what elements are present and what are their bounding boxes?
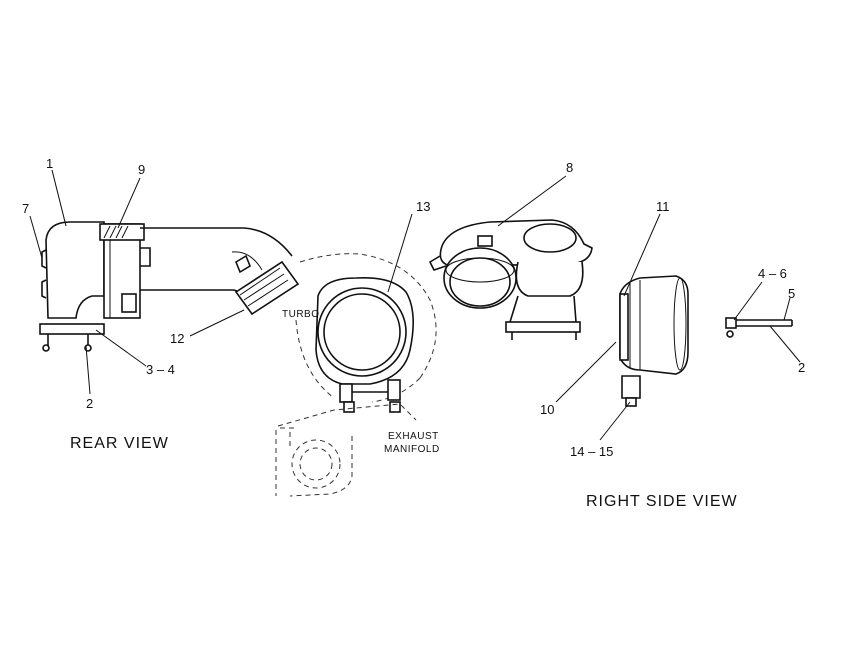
right-side-view-caption: RIGHT SIDE VIEW [586,493,738,510]
right-housing-assembly [428,219,593,340]
callout-1: 1 [46,156,53,171]
callout-2-right: 2 [798,360,805,375]
callout-13: 13 [416,199,430,214]
callout-10: 10 [540,402,554,417]
callout-8: 8 [566,160,573,175]
exhaust-label-line2: MANIFOLD [384,444,440,455]
callout-9: 9 [138,162,145,177]
exhaust-label-line1: EXHAUST [388,431,439,442]
callout-14-15: 14 – 15 [570,444,613,459]
side-flange-assembly [619,275,689,407]
exhaust-manifold-phantom [275,403,417,497]
leader-lines [29,169,801,441]
callout-12: 12 [170,331,184,346]
callout-7: 7 [22,201,29,216]
rear-view-caption: REAR VIEW [70,435,169,452]
callout-2-left: 2 [86,396,93,411]
callout-5: 5 [788,286,795,301]
callout-4-6: 4 – 6 [758,266,787,281]
rear-elbow-assembly [39,221,300,352]
stud-rod [725,317,793,338]
turbo-outlet-flange [315,276,414,413]
callout-3-4: 3 – 4 [146,362,175,377]
turbo-label: TURBO [282,309,320,320]
callout-11: 11 [656,199,670,214]
